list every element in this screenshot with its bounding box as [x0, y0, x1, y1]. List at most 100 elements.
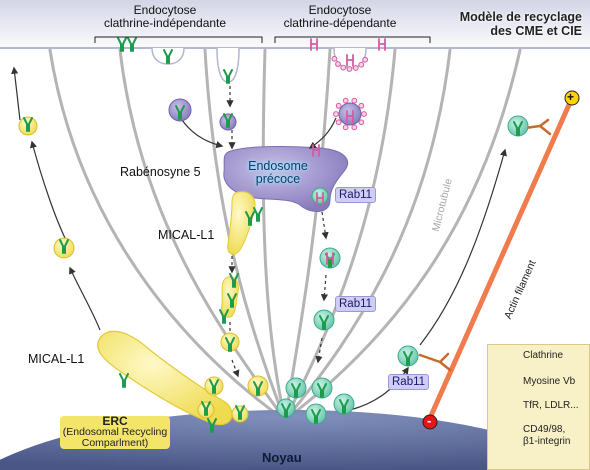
plasma-membrane: [0, 0, 590, 48]
tfr-receptor: [316, 192, 324, 205]
integrin-receptor: [291, 383, 301, 398]
actin-minus-end: [422, 414, 438, 430]
rab11-vesicle: [333, 393, 355, 415]
cme-header: Endocytose clathrine-dépendante: [270, 4, 410, 30]
integrin-receptor: [207, 418, 217, 433]
clathrin-coat: [361, 111, 367, 117]
cie-header-line1: Endocytose: [133, 3, 197, 17]
clathrin-coat: [340, 64, 347, 71]
clathrin-coat: [358, 102, 365, 109]
clathrin-coat: [342, 124, 349, 131]
integrin-receptor: [339, 399, 349, 414]
rab11-mid-badge: Rab11: [335, 296, 377, 312]
integrin-receptor: [317, 383, 327, 398]
rab11-vesicle: [305, 403, 327, 425]
integrin-receptor: [163, 49, 173, 64]
rab11-vesicle: [285, 377, 307, 399]
clathrin-coat: [335, 102, 342, 109]
erc-line2: (Endosomal Recycling: [62, 426, 168, 438]
rab11-vesicle: [311, 187, 329, 205]
legend-label-cd49: CD49/98,: [523, 424, 566, 435]
integrin-receptor: [235, 405, 245, 420]
rab11-top-badge: Rab11: [335, 187, 377, 203]
endocytic-vesicle: [338, 102, 362, 126]
clathrin-coat: [346, 66, 353, 72]
integrin-receptor: [209, 379, 219, 394]
integrin-receptor: [175, 105, 185, 120]
vesicles: [18, 55, 529, 425]
integrin-receptor: [127, 37, 137, 52]
legend: [487, 344, 590, 470]
clathrin-coat: [351, 124, 358, 131]
clathrin-coat: [358, 119, 365, 126]
mical-vesicle: [247, 375, 269, 397]
cie-header-line2: clathrine-indépendante: [103, 16, 227, 30]
integrin-receptor: [319, 315, 329, 330]
tfr-receptor: [346, 110, 354, 123]
mical-lower-label: MICAL-L1: [28, 352, 85, 366]
erc-line3: Comparlment): [81, 437, 149, 449]
tfr-receptor: [312, 144, 320, 157]
legend-label-clathrin: Clathrine: [523, 350, 564, 361]
cme-header-line1: Endocytose: [308, 3, 372, 17]
integrin-receptor: [403, 351, 413, 366]
legend-label-myosin: Myosine Vb: [523, 376, 576, 387]
integrin-receptor: [513, 121, 523, 136]
rab11-vesicle: [507, 115, 529, 137]
cme-header-line2: clathrine-dépendante: [283, 16, 397, 30]
rab11-vesicle: [397, 345, 419, 367]
clathrin-coat: [331, 55, 338, 62]
myosin-vb-motors: [418, 118, 552, 372]
integrin-receptor: [219, 309, 229, 324]
cie-header: Endocytose clathrine-indépendante: [100, 4, 230, 30]
tfr-receptor: [346, 54, 354, 67]
clathrin-coat: [351, 97, 358, 104]
clathrin-coat: [358, 61, 365, 68]
integrin-receptor: [253, 381, 263, 396]
integrin-receptor: [281, 403, 291, 418]
title-line1: Modèle de recyclage: [459, 10, 582, 24]
integrin-receptor: [201, 401, 211, 416]
integrin-receptor: [223, 69, 233, 84]
rab11-vesicle: [313, 309, 335, 331]
clathrin-coat: [335, 119, 342, 126]
title-line2: des CME et CIE: [490, 24, 582, 38]
legend-label-tfr: TfR, LDLR...: [523, 400, 579, 411]
integrin-receptor: [23, 117, 33, 132]
rab11-right-badge: Rab11: [388, 374, 430, 390]
nucleus-label: Noyau: [262, 450, 302, 465]
legend-label-integrin: β1-integrin: [523, 436, 571, 447]
header-brackets: [94, 36, 431, 43]
clathrin-coat: [333, 111, 339, 117]
integrin-receptor: [225, 337, 235, 352]
integrin-receptor: [311, 409, 321, 424]
minus-end-label: -: [427, 413, 432, 428]
erc-title: ERC: [102, 414, 128, 428]
clathrin-coat: [342, 97, 349, 104]
diagram-title: Modèle de recyclage des CME et CIE: [440, 10, 582, 38]
tfr-receptor: [310, 38, 318, 51]
integrin-receptor: [227, 293, 237, 308]
clathrin-coat: [362, 56, 369, 63]
early-endosome-line2: précoce: [255, 172, 301, 186]
tfr-receptor: [378, 38, 386, 51]
early-endosome-label: Endosome précoce: [238, 160, 318, 186]
plus-end-label: +: [567, 90, 575, 104]
integrin-receptor: [223, 113, 233, 128]
integrin-receptor: [59, 239, 69, 254]
erc-label: ERC (Endosomal Recycling Comparlment): [60, 414, 170, 449]
receptors: [23, 37, 523, 433]
rabenosyne-label: Rabénosyne 5: [120, 165, 201, 179]
endocytic-vesicle: [168, 98, 192, 122]
transport-arrows: [11, 66, 507, 411]
actin-filament: [427, 95, 575, 421]
erc-compartment: [97, 330, 233, 426]
clathrin-coat: [352, 65, 359, 71]
mical-upper-label: MICAL-L1: [158, 228, 215, 242]
tfr-receptor: [326, 252, 334, 265]
early-endosome-line1: Endosome: [248, 159, 308, 173]
clathrin-coat: [335, 61, 341, 67]
integrin-receptor: [229, 273, 239, 288]
